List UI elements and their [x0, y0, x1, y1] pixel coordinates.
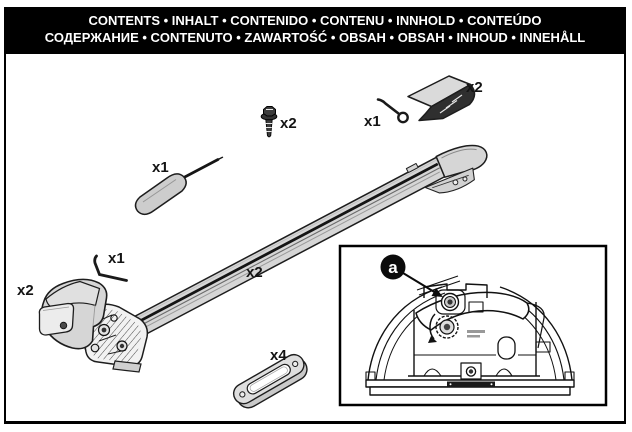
- base-pad-drawing: x4: [232, 347, 308, 409]
- header-line-1: CONTENTS • INHALT • CONTENIDO • CONTENU …: [88, 13, 542, 28]
- base-pad-qty-label: x4: [270, 347, 287, 364]
- foot-cover-drawing: x2: [17, 278, 108, 350]
- callout-a: a: [380, 254, 443, 297]
- foot-cover-qty-label: x2: [17, 282, 34, 299]
- screwdriver-qty-label: x1: [152, 159, 169, 176]
- crossbar-top-tab: [405, 162, 419, 174]
- callout-badge-label: a: [388, 258, 398, 277]
- hex-key-qty-label: x1: [108, 250, 125, 267]
- crossbar-drawing: x2: [83, 144, 488, 363]
- callout-badge-circle: [380, 254, 406, 280]
- callout-arrowhead: [431, 288, 443, 297]
- foot-front-view: [365, 275, 575, 396]
- screw-qty-label: x2: [280, 115, 297, 132]
- crossbar-qty-label: x2: [246, 264, 263, 281]
- security-key-qty-label: x1: [364, 113, 381, 130]
- end-cap-drawing: x2: [407, 75, 483, 122]
- contents-header: CONTENTS • INHALT • CONTENIDO • CONTENU …: [4, 7, 626, 52]
- foot-base-pad: [112, 360, 142, 373]
- screwdriver-drawing: x1: [134, 156, 224, 216]
- end-cap-qty-label: x2: [466, 79, 483, 96]
- inset-detail-box: a: [338, 244, 608, 407]
- hex-key-drawing: x1: [93, 250, 128, 282]
- screw-drawing: x2: [260, 106, 297, 138]
- security-key-drawing: x1: [364, 98, 409, 130]
- crossbar-clamp: [424, 167, 475, 194]
- header-line-2: СОДЕРЖАНИЕ • CONTENUTO • ZAWARTOŚĆ • OBS…: [44, 30, 586, 45]
